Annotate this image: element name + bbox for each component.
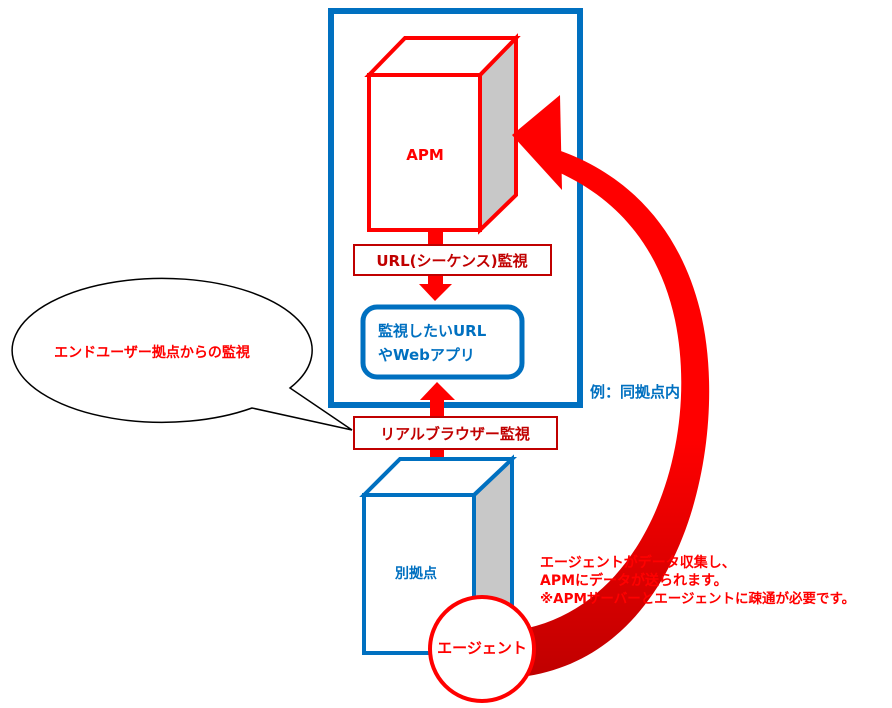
real-browser-label-box: リアルブラウザー監視 [353,416,558,450]
url-monitor-label-box: URL(シーケンス)監視 [353,244,552,276]
target-line1: 監視したいURL [378,322,487,340]
real-browser-label: リアルブラウザー監視 [380,425,530,443]
curved-data-arrow [512,95,710,676]
agent-label: エージェント [437,639,527,657]
url-monitor-label: URL(シーケンス)監視 [376,252,527,270]
remote-site-label: 別拠点 [394,565,437,582]
apm-label: APM [406,146,444,164]
apm-server-cube: APM [364,33,521,235]
target-url-box: 監視したいURL やWebアプリ [360,304,525,380]
speech-bubble: エンドユーザー拠点からの監視 [11,277,353,431]
same-site-frame [328,8,583,408]
agent-circle: エージェント [428,595,536,703]
agent-note-line3: ※APMサーバーとエージェントに疎通が必要です。 [540,590,855,607]
agent-note-line2: APMにデータが送られます。 [540,572,728,589]
agent-note: エージェントがデータ収集し、 APMにデータが送られます。 ※APMサーバーとエ… [540,554,855,607]
speech-bubble-text: エンドユーザー拠点からの監視 [54,344,250,361]
agent-note-line1: エージェントがデータ収集し、 [540,554,736,571]
target-line2: やWebアプリ [378,346,475,364]
same-site-label: 例：同拠点内 [590,383,680,401]
